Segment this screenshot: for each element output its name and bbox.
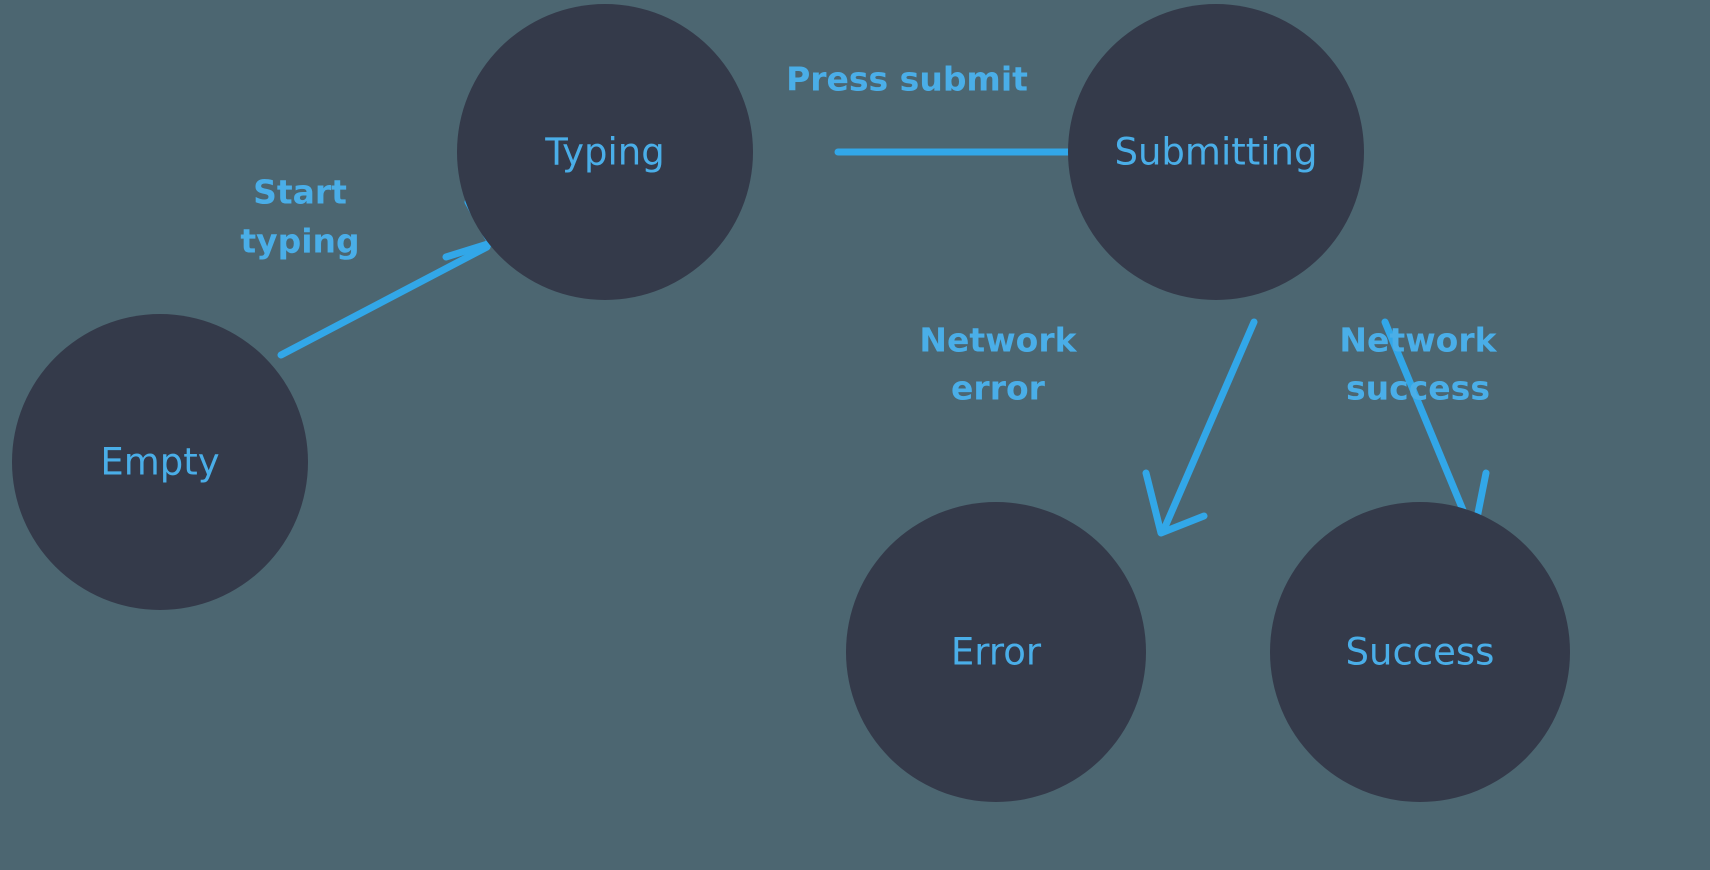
state-node-empty[interactable]: Empty: [12, 314, 308, 610]
state-node-error[interactable]: Error: [846, 502, 1146, 802]
edge-label-typing-to-submitting-line-1: Press submit: [786, 60, 1028, 99]
edge-label-submitting-to-success-line-1: Network: [1339, 321, 1497, 360]
state-node-success-label: Success: [1346, 631, 1495, 674]
edge-line-submitting-to-success: [1381, 318, 1474, 531]
edge-label-submitting-to-success-line-2: success: [1346, 369, 1490, 408]
state-node-submitting-circle[interactable]: [1068, 4, 1364, 300]
edge-label-empty-to-typing-line-2: typing: [240, 222, 359, 261]
edge-line-empty-to-typing: [277, 243, 491, 359]
edge-label-empty-to-typing: Start typing: [240, 173, 359, 261]
state-node-empty-label: Empty: [100, 441, 219, 484]
state-node-success[interactable]: Success: [1270, 502, 1570, 802]
state-node-empty-circle[interactable]: [12, 314, 308, 610]
arrowhead-submitting-to-error: [1142, 469, 1208, 537]
state-node-typing[interactable]: Typing: [457, 4, 753, 300]
state-node-submitting[interactable]: Submitting: [1068, 4, 1364, 300]
edge-label-empty-to-typing-line-1: Start: [253, 173, 347, 212]
state-node-typing-circle[interactable]: [457, 4, 753, 300]
state-node-typing-label: Typing: [544, 131, 664, 174]
state-node-error-circle[interactable]: [846, 502, 1146, 802]
edge-label-submitting-to-error-line-2: error: [951, 369, 1046, 408]
state-node-submitting-label: Submitting: [1115, 131, 1318, 174]
state-node-success-circle[interactable]: [1270, 502, 1570, 802]
edge-submitting-to-error: [1142, 318, 1258, 537]
edge-line-submitting-to-error: [1161, 318, 1258, 531]
edge-label-submitting-to-error-line-1: Network: [919, 321, 1077, 360]
edge-label-submitting-to-success: Network success: [1339, 321, 1497, 408]
edge-label-typing-to-submitting: Press submit: [786, 60, 1028, 99]
state-node-error-label: Error: [951, 631, 1042, 674]
edge-label-submitting-to-error: Network error: [919, 321, 1077, 408]
